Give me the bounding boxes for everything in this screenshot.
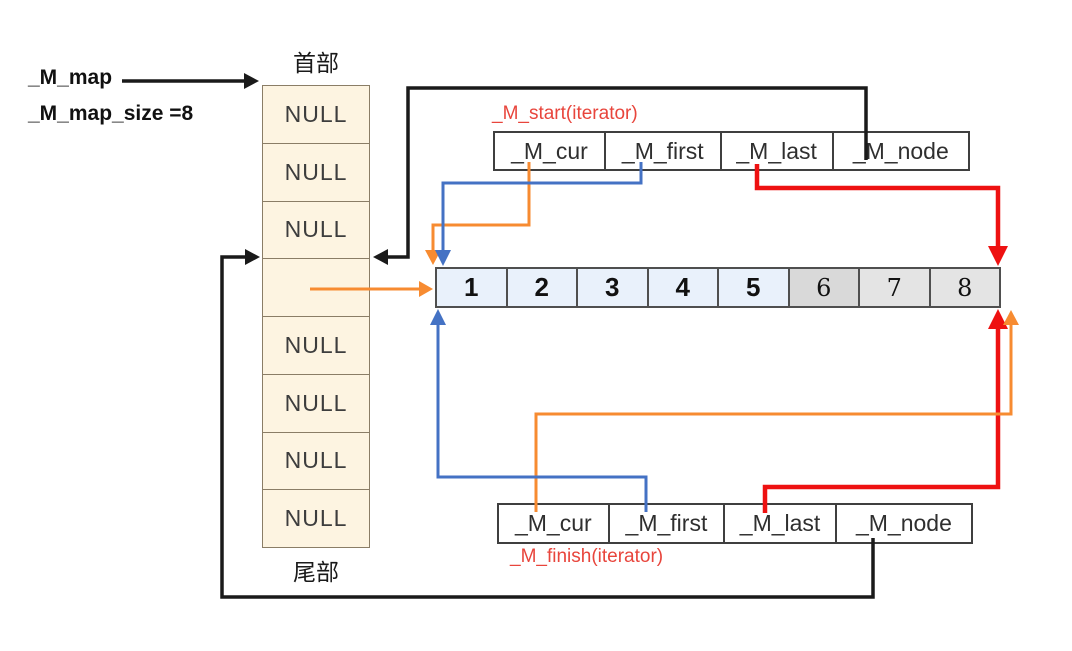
arrowhead-mmap [244,73,259,89]
m-map-label: _M_map [28,66,113,89]
arrowhead-start-node [373,249,388,265]
arrow-start-cur-to-buffer [431,162,531,251]
start-iterator-label: _M_start(iterator) [492,103,638,124]
buffer-cell-7: 7 [858,269,929,306]
buffer-cell-3: 3 [576,269,647,306]
start-m-first-field: _M_first [603,133,720,169]
finish-iterator-label: _M_finish(iterator) [510,546,664,567]
start-iterator-box: _M_cur _M_first _M_last _M_node [493,131,970,171]
start-m-cur-field: _M_cur [511,137,588,164]
arrow-start-last-to-buffer-end [754,164,1001,249]
map-slot: NULL [263,143,369,202]
arrowhead-finish-first [430,309,446,325]
arrow-start-first-to-buffer [441,162,643,251]
arrowhead-start-first [435,250,451,266]
arrowhead-finish-node [245,249,260,265]
map-slot: NULL [263,86,369,144]
map-slot: NULL [263,317,369,375]
finish-m-last-field: _M_last [723,505,835,542]
map-tail-label: 尾部 [293,559,339,585]
buffer-cell-6: 6 [787,269,858,306]
map-slot: NULL [263,490,369,547]
arrow-finish-last-to-buffer-end [762,326,1001,513]
buffer-cell-4: 4 [646,269,717,306]
start-m-last-field: _M_last [719,133,832,169]
buffer-cell-1: 1 [437,269,506,306]
buffer-array: 1 2 3 4 5 6 7 8 [435,267,1001,308]
buffer-cell-8: 8 [928,269,999,306]
finish-m-first-field: _M_first [607,505,724,542]
start-m-node-field: _M_node [831,133,968,169]
map-slot-active [263,259,369,317]
arrowhead-finish-cur [1003,310,1019,325]
finish-m-cur-field: _M_cur [514,510,592,536]
map-head-label: 首部 [293,50,339,76]
finish-m-node-field: _M_node [834,505,971,542]
map-slot: NULL [263,201,369,260]
finish-iterator-box: _M_cur _M_first _M_last _M_node [497,503,973,544]
buffer-cell-5: 5 [717,269,788,306]
arrowhead-start-cur [425,250,441,265]
arrow-finish-first-to-buffer [436,325,648,512]
arrowhead-finish-last [988,309,1008,329]
map-array: NULL NULL NULL NULL NULL NULL NULL [262,85,370,548]
map-slot: NULL [263,432,369,491]
buffer-cell-2: 2 [505,269,576,306]
arrowhead-start-last [988,246,1008,266]
arrowhead-map-cell4 [419,281,433,297]
m-map-size-label: _M_map_size =8 [28,102,194,125]
arrow-finish-cur-to-buffer-end [534,325,1013,512]
map-slot: NULL [263,374,369,433]
